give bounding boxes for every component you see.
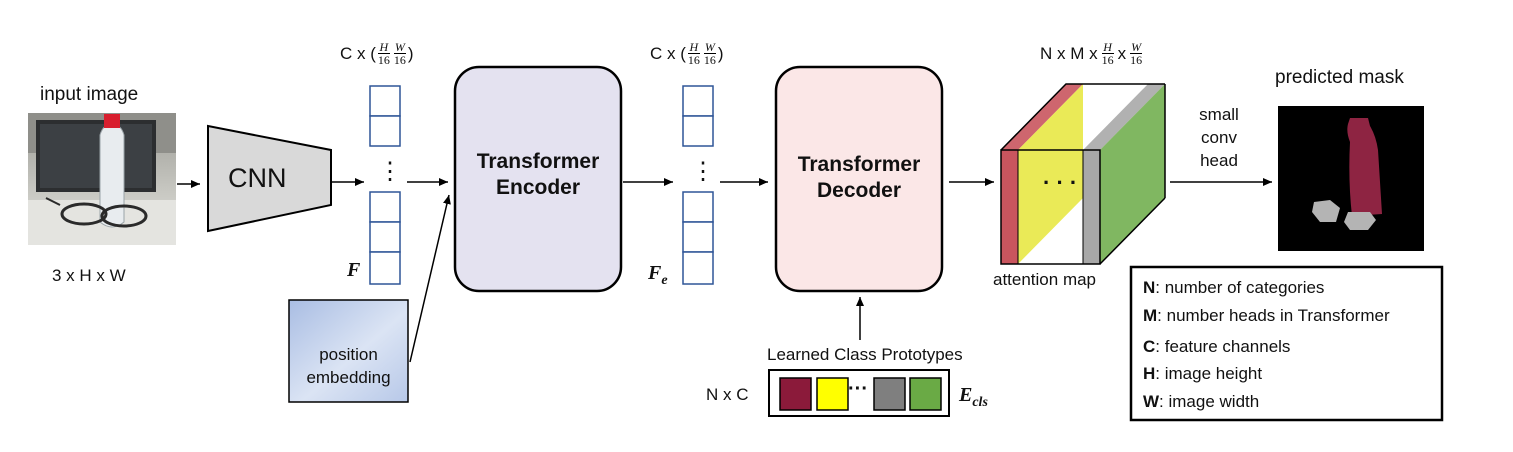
legend-item-w: W: image width xyxy=(1143,392,1259,412)
legend-key: N xyxy=(1143,278,1156,297)
position-embedding-box xyxy=(288,299,409,403)
legend-text: : image width xyxy=(1159,392,1260,411)
legend-item-h: H: image height xyxy=(1143,364,1262,384)
attention-dots: · · · xyxy=(1043,170,1078,195)
class-prototype-1 xyxy=(779,377,812,411)
feature-fe-symbol: Fe xyxy=(648,262,668,288)
transformer-decoder-block xyxy=(774,65,944,293)
class-prototypes-dims: N x C xyxy=(706,385,749,404)
input-image xyxy=(28,113,176,245)
feature-column-f xyxy=(369,85,401,285)
class-prototype-3 xyxy=(873,377,906,411)
cnn-label: CNN xyxy=(228,163,287,193)
legend-item-m: M: number heads in Transformer xyxy=(1143,306,1390,326)
class-prototypes-symbol: Ecls xyxy=(959,384,988,410)
encoder-label: Transformer Encoder xyxy=(476,150,600,199)
attention-dims: N x M x H 16 x W 16 xyxy=(1040,40,1143,67)
class-prototypes-dots: ··· xyxy=(848,378,868,400)
attention-map-label: attention map xyxy=(993,270,1097,289)
feature-f-dims: C x ( H 16 W 16 ) xyxy=(340,40,414,67)
legend-text: : feature channels xyxy=(1155,337,1291,356)
legend-item-n: N: number of categories xyxy=(1143,278,1324,298)
legend-text: : number heads in Transformer xyxy=(1157,306,1390,325)
legend-key: C xyxy=(1143,337,1156,356)
cnn-block xyxy=(207,124,332,233)
legend-text: : image height xyxy=(1155,364,1263,383)
feature-fe-dims: C x ( H 16 W 16 ) xyxy=(650,40,724,67)
legend-key: W xyxy=(1143,392,1160,411)
transformer-encoder-block xyxy=(453,65,623,293)
arrow-position-embedding xyxy=(409,194,451,363)
input-image-dims: 3 x H x W xyxy=(52,266,126,285)
legend-key: H xyxy=(1143,364,1156,383)
decoder-label: Transformer Decoder xyxy=(797,153,921,202)
feature-column-fe xyxy=(682,85,714,285)
predicted-mask-image xyxy=(1278,106,1424,251)
class-prototype-4 xyxy=(909,377,942,411)
predicted-mask-title: predicted mask xyxy=(1275,67,1404,88)
legend-text: : number of categories xyxy=(1155,278,1325,297)
class-prototype-2 xyxy=(816,377,849,411)
input-image-title: input image xyxy=(40,84,139,105)
class-prototypes-title: Learned Class Prototypes xyxy=(767,345,963,364)
legend-item-c: C: feature channels xyxy=(1143,337,1290,357)
feature-f-dots: ⋮ xyxy=(378,158,402,185)
small-conv-head-label: small conv head xyxy=(1199,105,1239,170)
legend-key: M xyxy=(1143,306,1158,325)
legend-box xyxy=(1129,265,1444,422)
feature-f-symbol: F xyxy=(347,259,361,281)
feature-fe-dots: ⋮ xyxy=(691,158,715,185)
position-embedding-label: position embedding xyxy=(306,345,391,387)
attention-map-stack xyxy=(1000,83,1166,265)
